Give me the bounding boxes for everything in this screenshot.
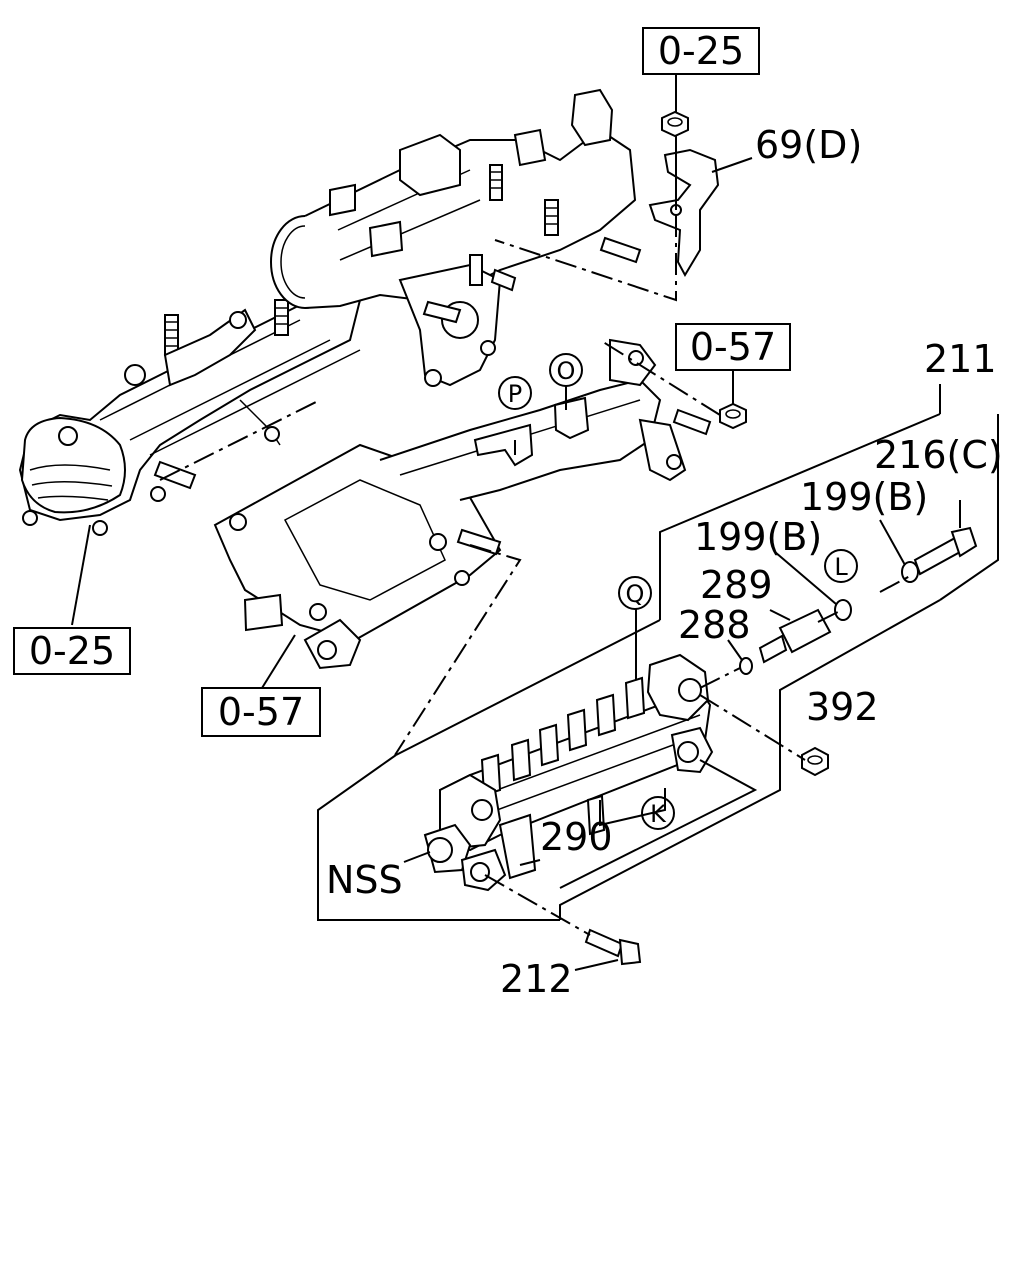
leader-lines xyxy=(71,74,999,971)
bolt-216 xyxy=(913,526,978,576)
label-199-lower: 199(B) xyxy=(694,515,822,559)
ref-box-025-left: 0-25 xyxy=(13,627,131,675)
washer-199-lower xyxy=(834,599,852,621)
fuel-rail-assembly xyxy=(423,653,714,892)
oring-288 xyxy=(739,657,753,675)
callout-q: Q xyxy=(618,576,652,610)
intake-manifold-assembly xyxy=(18,88,642,536)
label-216: 216(C) xyxy=(874,433,1003,477)
label-289: 289 xyxy=(700,563,773,607)
pressure-limiter-289 xyxy=(758,608,832,664)
label-392: 392 xyxy=(806,685,879,729)
bolt-212 xyxy=(584,928,642,966)
svg-text:0-57: 0-57 xyxy=(690,325,776,369)
svg-text:P: P xyxy=(508,380,522,408)
injector-outlets xyxy=(480,676,646,797)
nut-top xyxy=(661,110,689,138)
ref-box-057-bottom: 0-57 xyxy=(201,687,321,737)
callout-k: K xyxy=(641,796,675,830)
washer-199-upper xyxy=(901,561,919,583)
svg-text:0-25: 0-25 xyxy=(29,629,115,673)
callout-p: P xyxy=(498,376,532,410)
bracket-69 xyxy=(648,148,720,278)
label-288: 288 xyxy=(678,603,751,647)
label-211: 211 xyxy=(924,337,997,381)
ref-box-025-top: 0-25 xyxy=(642,27,760,75)
ref-box-057-right: 0-57 xyxy=(675,323,791,371)
svg-text:Q: Q xyxy=(626,580,645,608)
svg-text:L: L xyxy=(834,553,848,581)
label-212: 212 xyxy=(500,957,573,1001)
svg-text:0-57: 0-57 xyxy=(218,690,304,734)
label-nss: NSS xyxy=(326,858,403,902)
adapter-flange-assembly xyxy=(213,338,712,670)
label-199-upper: 199(B) xyxy=(800,475,928,519)
callout-l: L xyxy=(824,549,858,583)
svg-text:K: K xyxy=(650,800,667,828)
nut-right xyxy=(719,402,747,430)
label-69: 69(D) xyxy=(755,123,862,167)
svg-text:O: O xyxy=(557,357,576,385)
nut-392 xyxy=(801,746,829,777)
label-290: 290 xyxy=(540,815,613,859)
callout-o: O xyxy=(549,353,583,387)
svg-text:0-25: 0-25 xyxy=(658,29,744,73)
